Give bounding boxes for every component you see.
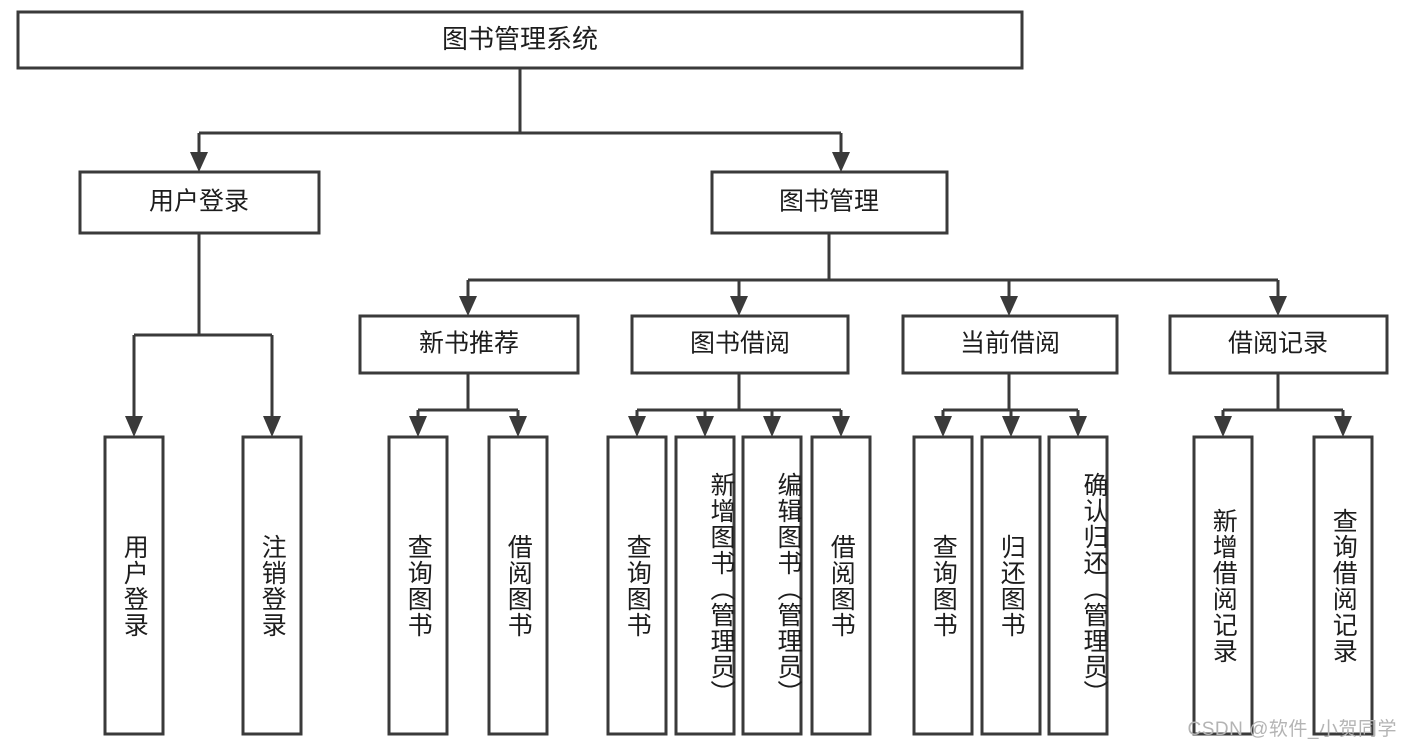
leaf-box-current-borrow-2[interactable] <box>1047 435 1109 736</box>
leaf-box-user-login-1[interactable] <box>241 435 303 736</box>
connector-userlogin-to-leaves <box>125 233 281 437</box>
connector-bookborrow-to-leaves <box>628 373 850 437</box>
node-new-book-recommend[interactable]: 新书推荐 <box>358 314 580 375</box>
node-current-borrow[interactable]: 当前借阅 <box>901 314 1119 375</box>
leaf-box-book-borrow-0[interactable] <box>606 435 668 736</box>
leaf-box-book-borrow-3[interactable] <box>810 435 872 736</box>
leaf-box-book-borrow-1[interactable] <box>674 435 736 736</box>
node-root-system[interactable]: 图书管理系统 <box>16 10 1024 70</box>
connector-bookmgmt-to-level3 <box>459 233 1287 316</box>
node-book-borrow[interactable]: 图书借阅 <box>630 314 850 375</box>
connector-currentborrow-to-leaves <box>934 373 1087 437</box>
connector-newbook-to-leaves <box>409 373 527 437</box>
node-user-login[interactable]: 用户登录 <box>78 170 321 235</box>
node-new-book-recommend-label: 新书推荐 <box>419 330 519 358</box>
leaf-box-book-borrow-2[interactable] <box>741 435 803 736</box>
node-user-login-label: 用户登录 <box>149 188 249 216</box>
node-book-borrow-label: 图书借阅 <box>690 330 790 358</box>
connector-root-to-level2 <box>190 68 850 172</box>
node-book-management-label: 图书管理 <box>779 188 879 216</box>
node-root-label: 图书管理系统 <box>442 24 598 54</box>
watermark-text: CSDN @软件_小贺同学 <box>1187 719 1397 740</box>
leaf-box-borrow-record-1[interactable] <box>1312 435 1374 736</box>
leaf-box-new-book-1[interactable] <box>487 435 549 736</box>
leaf-box-borrow-record-0[interactable] <box>1192 435 1254 736</box>
node-book-management[interactable]: 图书管理 <box>710 170 949 235</box>
leaf-box-user-login-0[interactable] <box>103 435 165 736</box>
connector-borrowrecord-to-leaves <box>1214 373 1352 437</box>
node-borrow-record[interactable]: 借阅记录 <box>1168 314 1389 375</box>
leaf-box-current-borrow-1[interactable] <box>980 435 1042 736</box>
node-borrow-record-label: 借阅记录 <box>1228 330 1328 358</box>
node-current-borrow-label: 当前借阅 <box>960 330 1060 358</box>
leaf-box-current-borrow-0[interactable] <box>912 435 974 736</box>
leaf-box-new-book-0[interactable] <box>387 435 449 736</box>
